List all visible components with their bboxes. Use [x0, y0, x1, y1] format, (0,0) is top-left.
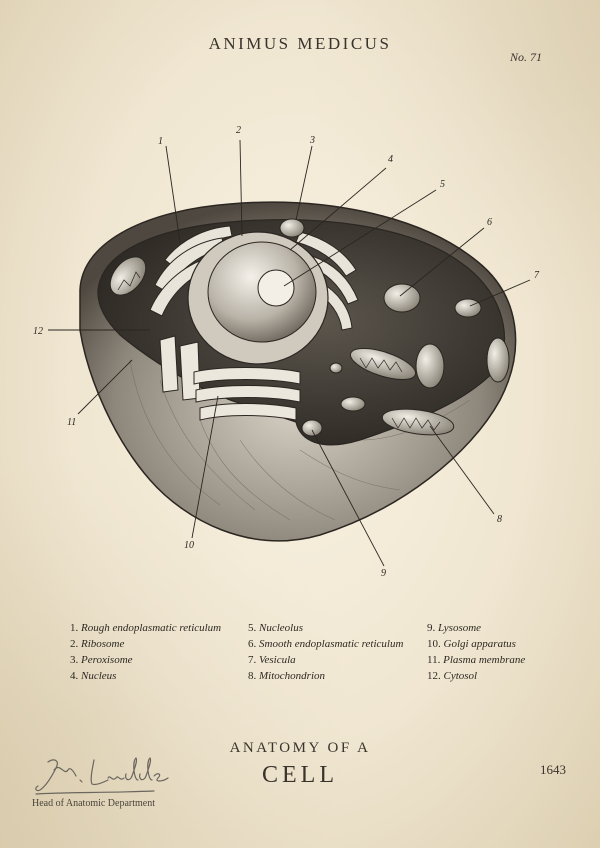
- callout-12: 12: [33, 326, 43, 337]
- legend-item: 5. Nucleolus: [248, 622, 303, 634]
- nucleolus: [257, 269, 295, 307]
- legend-item: 3. Peroxisome: [70, 654, 133, 666]
- callout-10: 10: [184, 540, 194, 551]
- callout-8: 8: [497, 514, 502, 525]
- footer-title-main: CELL: [262, 762, 338, 788]
- cell-illustration: 1 2 3 4 5 6 7 8 9 10 11 12: [33, 125, 540, 579]
- callout-leaders: [48, 139, 531, 567]
- callout-6: 6: [487, 217, 492, 228]
- plate-number: No. 71: [510, 50, 543, 64]
- callout-9: 9: [381, 568, 386, 579]
- legend: 1. Rough endoplasmatic reticulum 2. Ribo…: [0, 620, 600, 690]
- vesicles-and-peroxisomes: [279, 218, 510, 437]
- footer-title-line: ANATOMY OF A: [229, 740, 371, 756]
- legend-column-2: 5. Nucleolus 6. Smooth endoplasmatic ret…: [248, 620, 403, 684]
- callout-11: 11: [67, 417, 76, 428]
- plate-year: 1643: [540, 762, 566, 777]
- callout-1: 1: [158, 136, 163, 147]
- plate-title: ANIMUS MEDICUS: [208, 34, 392, 53]
- legend-item: 6. Smooth endoplasmatic reticulum: [248, 638, 404, 650]
- legend-item: 4. Nucleus: [70, 670, 117, 682]
- legend-column-1: 1. Rough endoplasmatic reticulum 2. Ribo…: [70, 620, 221, 684]
- legend-item: 8. Mitochondrion: [248, 670, 325, 682]
- legend-item: 9. Lysosome: [427, 622, 482, 634]
- callout-5: 5: [440, 179, 445, 190]
- callout-7: 7: [534, 270, 540, 281]
- nucleus: [187, 231, 329, 365]
- callout-3: 3: [309, 135, 315, 146]
- legend-item: 11. Plasma membrane: [427, 654, 526, 666]
- signature-caption: Head of Anatomic Department: [32, 798, 156, 809]
- callout-4: 4: [388, 154, 393, 165]
- mitochondria: [109, 256, 455, 436]
- legend-item: 12. Cytosol: [427, 670, 478, 682]
- callout-2: 2: [236, 125, 241, 136]
- golgi-apparatus: [159, 335, 301, 421]
- signature: [35, 757, 169, 795]
- callout-numbers: 1 2 3 4 5 6 7 8 9 10 11 12: [33, 125, 540, 579]
- legend-column-3: 9. Lysosome 10. Golgi apparatus 11. Plas…: [427, 620, 525, 684]
- legend-item: 2. Ribosome: [70, 638, 125, 650]
- legend-item: 7. Vesicula: [248, 654, 296, 666]
- legend-item: 10. Golgi apparatus: [427, 638, 516, 650]
- legend-item: 1. Rough endoplasmatic reticulum: [70, 622, 222, 634]
